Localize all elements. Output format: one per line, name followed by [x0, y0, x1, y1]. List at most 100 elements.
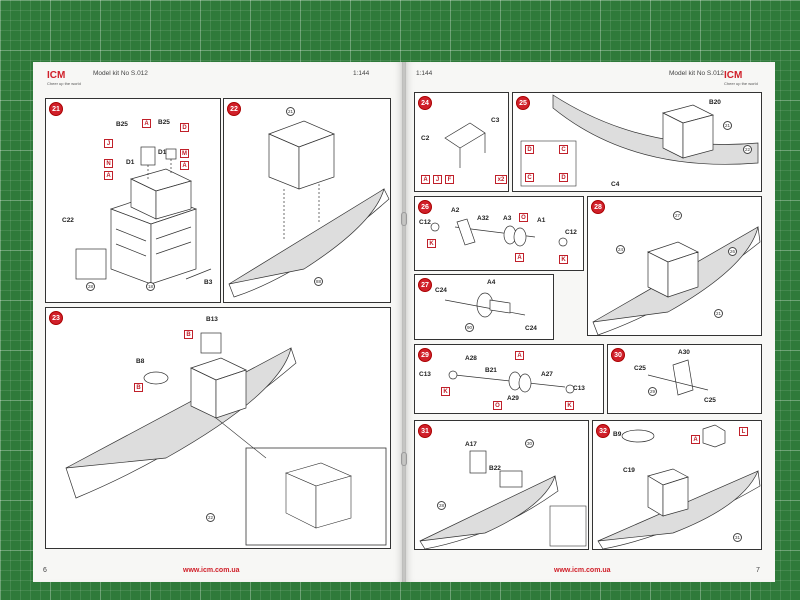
part-label: B20 — [709, 99, 721, 106]
part-label: D1 — [158, 149, 167, 156]
page-number-right: 7 — [756, 567, 760, 574]
step-number: 29 — [418, 348, 432, 362]
booklet-spine — [402, 62, 406, 582]
part-label: C12 — [419, 219, 431, 226]
step-26-drawing — [430, 218, 568, 247]
step-reference: 22 — [743, 145, 752, 154]
step-number: 26 — [418, 200, 432, 214]
part-label: C3 — [491, 117, 500, 124]
sprue-letter: K — [565, 401, 574, 410]
sprue-letter: F — [445, 175, 454, 184]
step-25-panel: 25 B20 C4 D C C D 21 22 — [512, 92, 762, 192]
step-number: 28 — [591, 200, 605, 214]
step-reference: 90 — [465, 323, 474, 332]
part-label: C2 — [421, 135, 430, 142]
sprue-letter: C — [559, 145, 568, 154]
step-32-panel: 32 B9 C19 A L 31 — [592, 420, 762, 550]
sprue-letter: O — [493, 401, 502, 410]
step-reference: 21 — [723, 121, 732, 130]
step-number: 32 — [596, 424, 610, 438]
staple — [401, 212, 407, 226]
part-label: B13 — [206, 316, 218, 323]
part-label: A29 — [507, 395, 519, 402]
part-label: A2 — [451, 207, 460, 214]
part-label: B21 — [485, 367, 497, 374]
step-number: 31 — [418, 424, 432, 438]
part-label: C19 — [623, 467, 635, 474]
part-label: C25 — [634, 365, 646, 372]
part-label: B25 — [116, 121, 128, 128]
part-label: B8 — [136, 358, 145, 365]
sprue-letter: J — [104, 139, 113, 148]
step-reference: 88 — [314, 277, 323, 286]
part-label: B3 — [204, 279, 213, 286]
step-number: 27 — [418, 278, 432, 292]
step-31-drawing — [419, 450, 587, 550]
sprue-letter: A — [691, 435, 700, 444]
sprue-letter: D — [525, 145, 534, 154]
step-reference: 21 — [286, 107, 295, 116]
step-23-drawing — [65, 332, 387, 546]
step-reference: 24 — [616, 245, 625, 254]
sprue-letter: B — [134, 383, 143, 392]
step-number: 22 — [227, 102, 241, 116]
part-label: A32 — [477, 215, 489, 222]
sprue-letter: C — [525, 173, 534, 182]
part-label: B9 — [613, 431, 622, 438]
part-label: A1 — [537, 217, 546, 224]
step-29-drawing — [448, 370, 575, 394]
scale-label-right: 1:144 — [416, 70, 433, 77]
quantity-marker: x2 — [495, 175, 507, 184]
step-30-drawing — [647, 359, 709, 396]
part-label: B25 — [158, 119, 170, 126]
step-29-panel: 29 C13 A28 B21 A27 A29 C13 A K O K — [414, 344, 604, 414]
sprue-letter: M — [180, 149, 189, 158]
step-32-drawing — [597, 424, 761, 550]
step-reference: 28 — [437, 501, 446, 510]
step-reference: 18 — [146, 282, 155, 291]
sprue-letter: A — [515, 253, 524, 262]
part-label: A17 — [465, 441, 477, 448]
part-label: B22 — [489, 465, 501, 472]
step-24-panel: 24 C3 C2 A J F x2 — [414, 92, 509, 192]
sprue-letter: B — [184, 330, 193, 339]
footer-url-left: www.icm.com.ua — [183, 567, 240, 574]
step-reference: 21 — [714, 309, 723, 318]
part-label: C13 — [419, 371, 431, 378]
step-27-panel: 27 C24 A4 C24 90 — [414, 274, 554, 340]
step-number: 25 — [516, 96, 530, 110]
sprue-letter: K — [559, 255, 568, 264]
sprue-letter: K — [427, 239, 436, 248]
step-reference: 31 — [733, 533, 742, 542]
step-31-panel: 31 A17 B22 30 28 — [414, 420, 589, 550]
part-label: A28 — [465, 355, 477, 362]
step-22-panel: 22 21 88 — [223, 98, 391, 303]
step-25-drawing — [520, 94, 759, 187]
step-28-drawing — [592, 226, 761, 336]
step-number: 23 — [49, 311, 63, 325]
sprue-letter: J — [433, 175, 442, 184]
sprue-letter: D — [559, 173, 568, 182]
step-24-drawing — [444, 122, 486, 168]
part-label: D1 — [126, 159, 135, 166]
step-30-panel: 30 C25 A30 C25 29 — [607, 344, 762, 414]
step-23-panel: 23 B13 B8 — [45, 307, 391, 549]
step-26-panel: 26 C12 A2 A32 A3 A1 C12 K O A K — [414, 196, 584, 271]
step-reference: 29 — [648, 387, 657, 396]
step-27-drawing — [444, 292, 526, 318]
sprue-letter: N — [104, 159, 113, 168]
sprue-letter: A — [104, 171, 113, 180]
part-label: A4 — [487, 279, 496, 286]
page-number-left: 6 — [43, 567, 47, 574]
sprue-letter: D — [180, 123, 189, 132]
sprue-letter: K — [441, 387, 450, 396]
part-label: C22 — [62, 217, 74, 224]
part-label: A3 — [503, 215, 512, 222]
part-label: C24 — [435, 287, 447, 294]
part-label: C25 — [704, 397, 716, 404]
part-label: C24 — [525, 325, 537, 332]
